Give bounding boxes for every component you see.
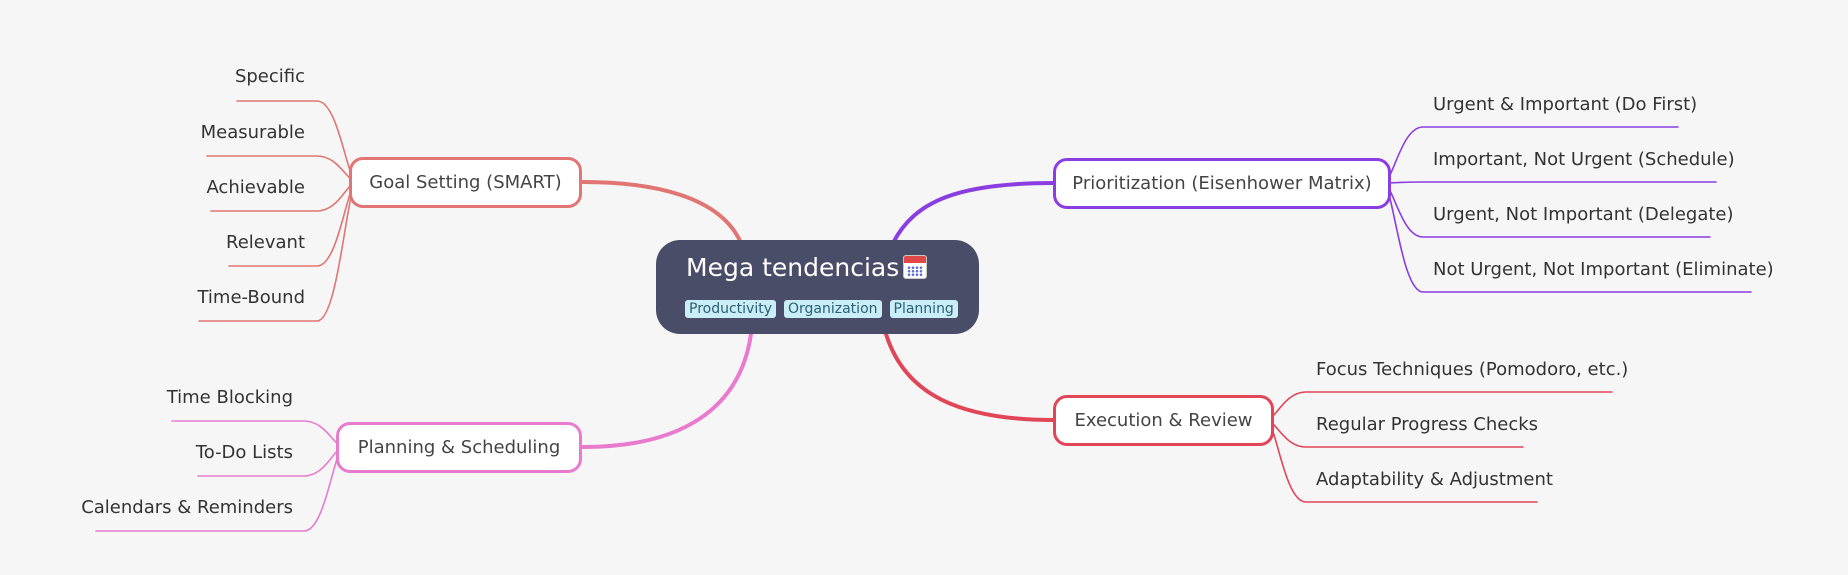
branch-goal-setting[interactable]: Goal Setting (SMART) (349, 157, 582, 208)
leaf-measurable[interactable]: Measurable (200, 122, 305, 143)
leaf-relevant[interactable]: Relevant (226, 232, 305, 253)
leaf-time-bound[interactable]: Time-Bound (197, 287, 305, 308)
leaf-achievable[interactable]: Achievable (206, 177, 305, 198)
leaf-specific[interactable]: Specific (234, 66, 305, 87)
tag-productivity: Productivity (685, 300, 776, 318)
branch-execution-review[interactable]: Execution & Review (1053, 395, 1274, 446)
link-goal-setting (581, 180, 743, 245)
leaf-adaptability-adjustment[interactable]: Adaptability & Adjustment (1316, 469, 1553, 490)
leaf-time-blocking[interactable]: Time Blocking (166, 387, 293, 408)
central-topic[interactable]: Mega tendencias Productivity Organizatio… (656, 240, 979, 334)
leaf-focus-techniques[interactable]: Focus Techniques (Pomodoro, etc.) (1316, 359, 1629, 380)
central-topic-title: Mega tendencias (686, 253, 928, 282)
leaf-important-not-urgent[interactable]: Important, Not Urgent (Schedule) (1433, 149, 1735, 170)
leaf-line-prior-1 (1382, 181, 1717, 184)
tag-planning: Planning (889, 300, 958, 318)
calendar-icon (903, 255, 928, 279)
branch-planning-scheduling[interactable]: Planning & Scheduling (336, 422, 582, 473)
link-planning-scheduling (581, 332, 753, 449)
leaf-urgent-not-important[interactable]: Urgent, Not Important (Delegate) (1433, 204, 1734, 225)
leaf-not-urgent-not-important[interactable]: Not Urgent, Not Important (Eliminate) (1433, 259, 1774, 280)
leaf-urgent-important[interactable]: Urgent & Important (Do First) (1433, 94, 1698, 115)
central-topic-tags: Productivity Organization Planning (685, 300, 958, 318)
leaf-regular-progress-checks[interactable]: Regular Progress Checks (1316, 414, 1539, 435)
link-prioritization (891, 181, 1056, 245)
branch-prioritization[interactable]: Prioritization (Eisenhower Matrix) (1053, 158, 1391, 209)
link-execution-review (884, 332, 1056, 422)
leaf-calendars-reminders[interactable]: Calendars & Reminders (81, 497, 293, 518)
tag-organization: Organization (784, 300, 882, 318)
leaf-to-do-lists[interactable]: To-Do Lists (195, 442, 293, 463)
